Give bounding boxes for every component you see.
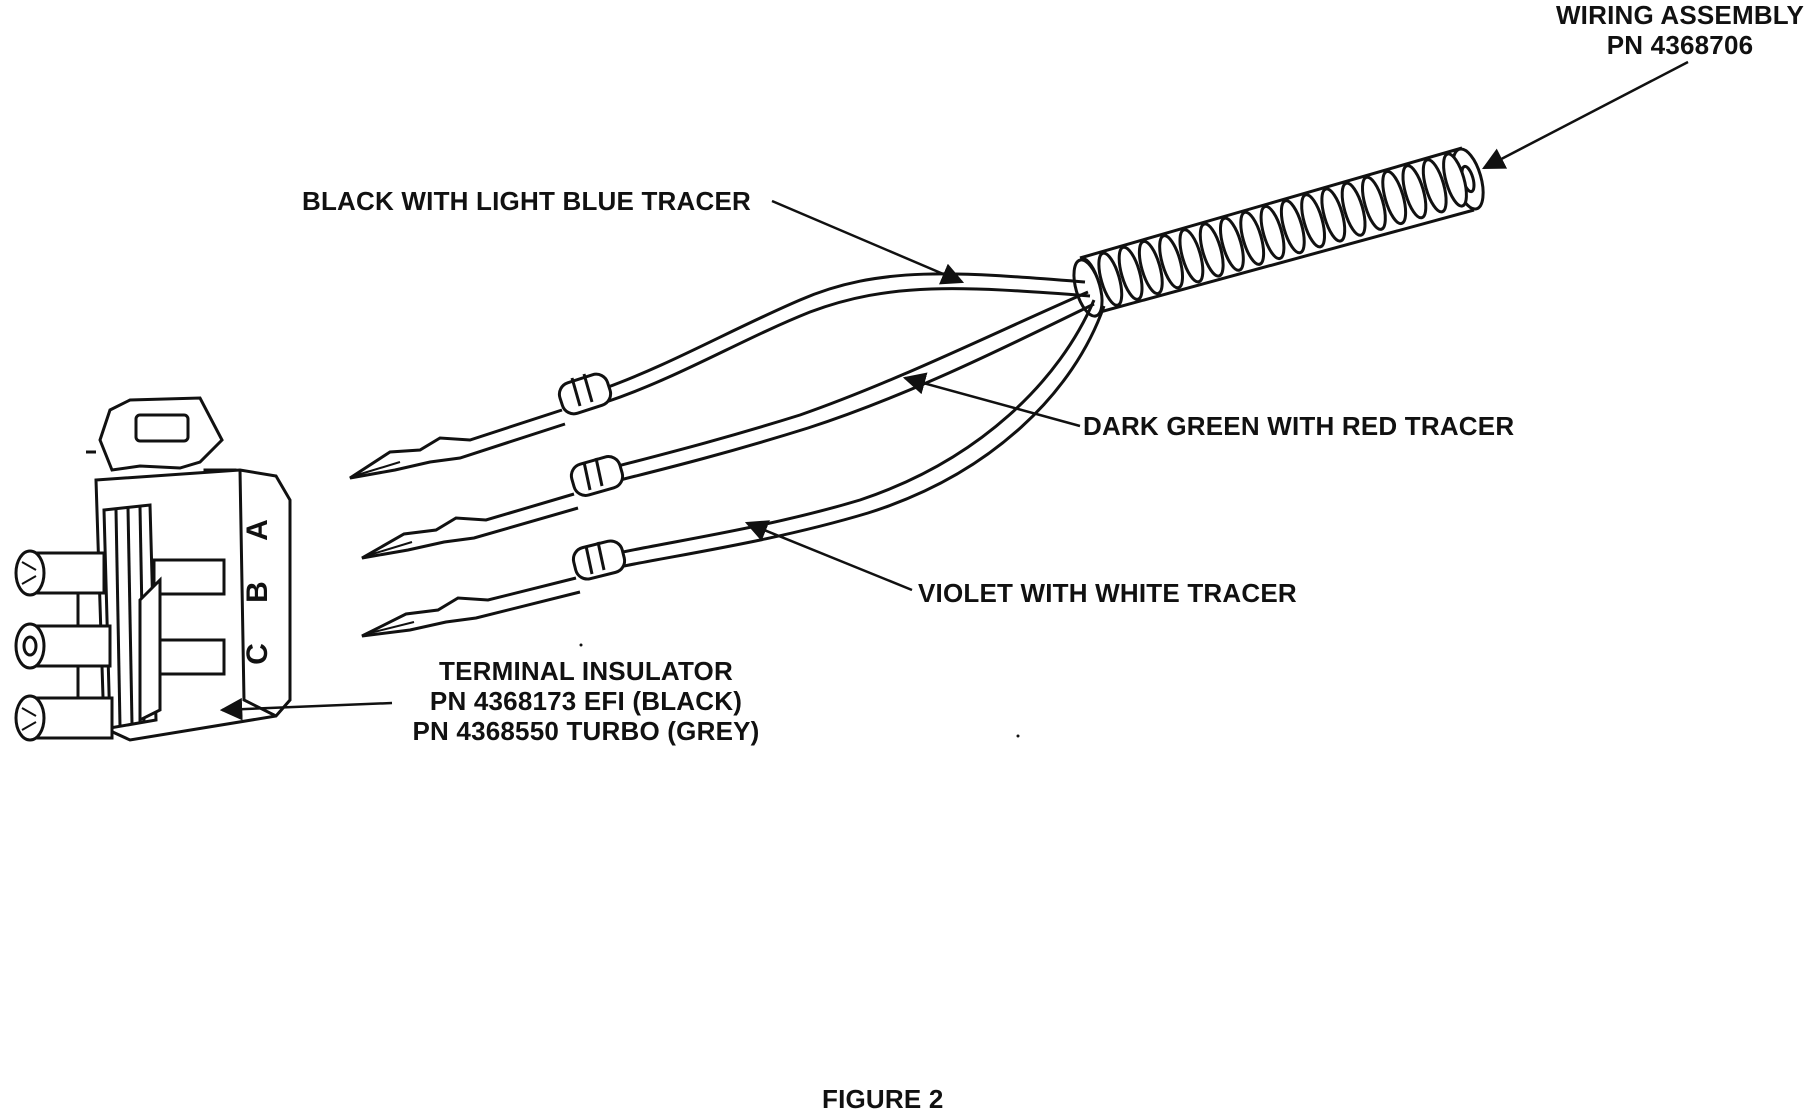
wiring-assembly-label-line1: WIRING ASSEMBLY — [1555, 0, 1805, 30]
leader-terminal-insulator — [219, 697, 393, 721]
spiral-coil — [1259, 204, 1286, 261]
spiral-coil — [1137, 239, 1164, 296]
terminal-a — [349, 372, 613, 480]
spiral-coil — [1218, 216, 1245, 272]
spiral-coil — [1320, 187, 1347, 243]
spiral-coil — [1097, 251, 1124, 307]
black-wire-label: BLACK WITH LIGHT BLUE TRACER — [302, 186, 751, 216]
harness-open-end — [1072, 258, 1104, 318]
spiral-coil — [1300, 193, 1327, 249]
wire-black-light-blue — [599, 272, 1091, 404]
wiring-assembly-harness — [1072, 146, 1485, 318]
spiral-coil — [1117, 245, 1144, 301]
spiral-coil — [1178, 228, 1205, 284]
dark-green-wire-label: DARK GREEN WITH RED TRACER — [1083, 411, 1515, 441]
spiral-coil — [1158, 234, 1185, 290]
pin-letter-c: C — [241, 643, 274, 665]
spiral-wrap-coils — [1072, 152, 1468, 318]
connector-pin-sleeve-b — [14, 622, 112, 670]
terminal-insulator-label: TERMINAL INSULATOR PN 4368173 EFI (BLACK… — [386, 656, 786, 746]
terminal-insulator-label-line3: PN 4368550 TURBO (GREY) — [412, 716, 760, 746]
spiral-coil — [1442, 152, 1468, 208]
leader-wiring-assembly — [1482, 60, 1689, 170]
spiral-coil — [1198, 222, 1225, 278]
pin-letter-b: B — [241, 581, 274, 603]
terminal-insulator-label-line2: PN 4368173 EFI (BLACK) — [429, 686, 743, 716]
terminal-c — [361, 539, 627, 638]
leader-arrows — [219, 60, 1689, 721]
spiral-coil — [1401, 164, 1428, 220]
leader-dark-green-wire — [902, 372, 1081, 428]
connector-pin-sleeve-c — [14, 694, 114, 742]
print-speck — [579, 643, 583, 647]
wiring-assembly-label: WIRING ASSEMBLY PN 4368706 — [1548, 0, 1812, 60]
terminal-insulator-label-line1: TERMINAL INSULATOR — [439, 656, 733, 686]
violet-wire-label: VIOLET WITH WHITE TRACER — [918, 578, 1297, 608]
spiral-coil — [1360, 175, 1387, 231]
spiral-coil — [1340, 181, 1367, 237]
print-speck — [1016, 734, 1020, 738]
leader-black-wire — [771, 199, 965, 285]
terminal-b — [361, 455, 625, 560]
spiral-coil — [1421, 158, 1448, 214]
leader-violet-wire — [744, 520, 913, 592]
terminal-insulator-connector — [14, 396, 292, 742]
wire-dark-green-red — [613, 290, 1095, 482]
spiral-coil — [1279, 199, 1306, 255]
spiral-coil — [1239, 210, 1266, 266]
wiring-assembly-label-line2: PN 4368706 — [1606, 30, 1754, 60]
connector-pin-sleeve-a — [14, 549, 106, 597]
figure-caption: FIGURE 2 — [822, 1084, 944, 1114]
spiral-coil — [1381, 169, 1408, 226]
wire-violet-white — [617, 299, 1106, 568]
pin-letter-a: A — [241, 519, 274, 541]
